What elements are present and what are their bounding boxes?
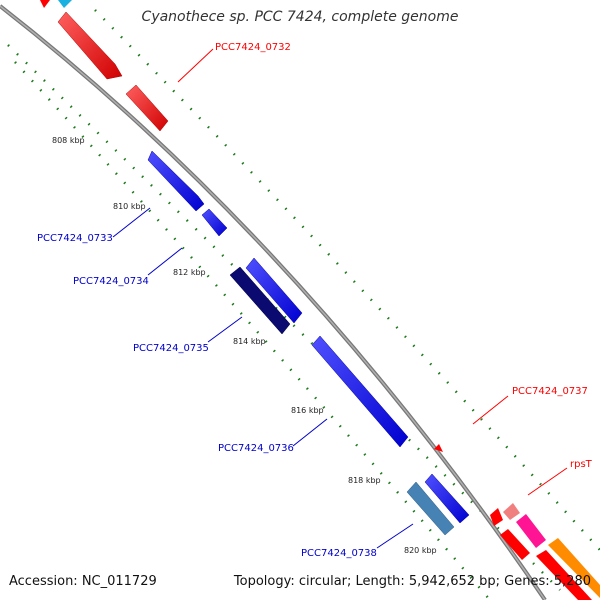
tick-label: 820 kbp: [404, 546, 437, 555]
tick-guides: [7, 9, 600, 600]
tick-label: 818 kbp: [348, 476, 381, 485]
leader-pcc0732: [177, 48, 214, 83]
gene-arrow: [125, 84, 169, 132]
tick-label: 816 kbp: [291, 406, 324, 415]
gene-arrow: [58, 0, 72, 8]
tick-label: 808 kbp: [52, 136, 85, 145]
leader-pcc0737: [472, 395, 509, 425]
gene-arrow: [311, 335, 409, 448]
leader-pcc0734: [147, 247, 183, 276]
gene-arrow: [503, 503, 520, 520]
map-title: Cyanothece sp. PCC 7424, complete genome: [141, 9, 459, 25]
scale-ticks: 808 kbp 810 kbp 812 kbp 814 kbp 816 kbp …: [52, 136, 437, 555]
gene-arrow: [147, 150, 205, 212]
gene-arrow: [40, 0, 50, 8]
accession-text: Accession: NC_011729: [9, 574, 157, 589]
tick-label: 814 kbp: [233, 337, 266, 346]
genome-backbone-highlight: [0, 5, 546, 600]
inner-tick-guide: [14, 61, 491, 600]
gene-label-pcc0732[interactable]: PCC7424_0732: [215, 42, 291, 53]
leader-pcc0735: [207, 316, 243, 343]
gene-arrow: [490, 508, 503, 526]
leader-pcc0738: [376, 523, 414, 549]
gene-arrow: [229, 266, 291, 335]
gene-label-pcc0734[interactable]: PCC7424_0734: [73, 276, 149, 287]
gene-arrow: [57, 11, 123, 80]
outer-tick-guide: [94, 9, 600, 551]
leader-rpst: [527, 467, 568, 496]
forward-genes: [40, 0, 600, 600]
gene-arrow: [424, 473, 470, 524]
tick-label: 810 kbp: [113, 202, 146, 211]
gene-arrow: [434, 444, 443, 452]
reverse-genes: [147, 150, 470, 536]
gene-label-pcc0738[interactable]: PCC7424_0738: [301, 548, 377, 559]
gene-arrow: [516, 514, 546, 548]
gene-label-pcc0735[interactable]: PCC7424_0735: [133, 343, 209, 354]
gene-label-pcc0737[interactable]: PCC7424_0737: [512, 386, 588, 397]
label-leaders: [112, 48, 568, 549]
genome-info-text: Topology: circular; Length: 5,942,652 bp…: [233, 574, 591, 589]
gene-arrow: [245, 257, 303, 324]
leader-pcc0736: [292, 418, 328, 447]
gene-labels: PCC7424_0732 PCC7424_0733 PCC7424_0734 P…: [37, 42, 593, 559]
leader-pcc0733: [112, 207, 151, 238]
tick-label: 812 kbp: [173, 268, 206, 277]
gene-label-pcc0736[interactable]: PCC7424_0736: [218, 443, 294, 454]
gene-arrow: [536, 550, 592, 600]
gene-arrow: [406, 481, 455, 536]
gene-arrow: [548, 538, 600, 598]
gene-label-rpst[interactable]: rpsT: [570, 459, 593, 470]
gene-arrow: [500, 529, 530, 560]
gene-label-pcc0733[interactable]: PCC7424_0733: [37, 233, 113, 244]
gene-arrow: [201, 208, 228, 237]
